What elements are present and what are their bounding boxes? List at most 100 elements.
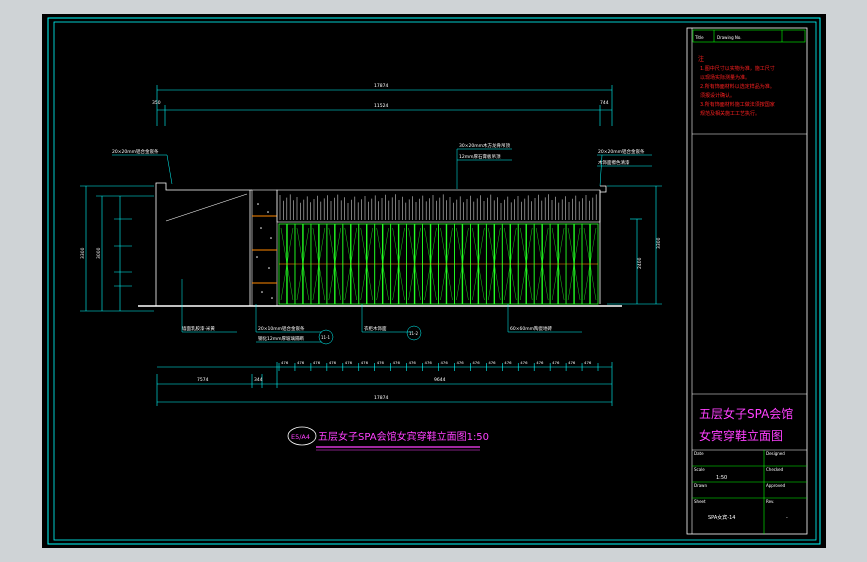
title-block-rows <box>692 450 807 534</box>
module-dim-label: 476 <box>297 360 305 365</box>
row-label-sheet: Sheet <box>694 499 706 504</box>
module-dim-label: 476 <box>425 360 433 365</box>
note-line-1: 1.图中尺寸以实物为准，施工尺寸 <box>700 65 775 72</box>
drawing-title: E5/A4 五层女子SPA会馆女宾穿鞋立面图1:50 <box>287 426 489 451</box>
dim-mid-bottom: 344 <box>254 377 263 383</box>
revision-value: - <box>786 515 788 521</box>
row-label-rev: Rev. <box>766 499 774 504</box>
module-dim-label: 476 <box>584 360 592 365</box>
ref-bubble-2 <box>406 325 422 341</box>
module-dim-label: 476 <box>409 360 417 365</box>
annot-bottom-3: 衣柜木饰面 <box>364 325 387 332</box>
ref-label-2: 11-2 <box>409 331 419 336</box>
outer-frame <box>47 17 821 545</box>
module-dim-label: 476 <box>281 360 289 365</box>
glass-dot <box>257 203 259 205</box>
drawing-sheet: Title Drawing No. 注 1.图中尺寸以实物为准，施工尺寸 以现场… <box>42 14 826 548</box>
dim-overall-bottom: 17874 <box>374 395 388 401</box>
row-label-approved: Approved <box>766 483 786 488</box>
notes-header: 注 <box>698 55 704 63</box>
inner-frame <box>53 21 817 541</box>
drawing-title-text: 五层女子SPA会馆女宾穿鞋立面图1:50 <box>318 430 489 443</box>
project-title-line-1: 五层女子SPA会馆 <box>699 406 793 421</box>
dim-right-bottom: 9644 <box>434 377 446 383</box>
module-dim-label: 476 <box>329 360 337 365</box>
dim-right-height-inner: 2400 <box>637 257 643 269</box>
module-dim-label: 476 <box>377 360 385 365</box>
wood-slats <box>279 194 597 220</box>
module-dim-label: 476 <box>504 360 512 365</box>
module-dim-label: 476 <box>441 360 449 365</box>
title-block-top-cell-2: Drawing No. <box>717 35 742 40</box>
module-dim-label: 476 <box>552 360 560 365</box>
module-dim-label: 476 <box>568 360 576 365</box>
dim-left-bottom: 7574 <box>197 377 209 383</box>
glass-dot <box>271 297 273 299</box>
note-line-3: 2.所有饰面材料以选定样品为准。 <box>700 83 775 90</box>
glass-partition <box>251 189 278 307</box>
row-label-drawn: Drawn <box>694 483 707 488</box>
dim-left-height: 3300 <box>80 247 86 259</box>
module-dim-label: 476 <box>345 360 353 365</box>
annot-bottom-2b: 钢化12mm厚玻璃隔断 <box>258 335 304 342</box>
note-line-4: 须报设计确认。 <box>700 92 735 99</box>
module-dim-label: 476 <box>456 360 464 365</box>
note-line-5: 3.所有饰面材料施工做法须按国家 <box>700 101 775 108</box>
module-dim-label: 476 <box>488 360 496 365</box>
top-dimensions <box>156 85 613 126</box>
annot-top-left: 20×20mm铝合金嵌条 <box>112 148 159 155</box>
left-height-dimensions <box>80 185 154 312</box>
annot-top-right-1: 20×20mm铝合金嵌条 <box>598 148 645 155</box>
annot-bottom-4: 60×60mm陶瓷地砖 <box>510 325 552 332</box>
module-dim-label: 476 <box>520 360 528 365</box>
right-height-dimensions <box>607 185 662 305</box>
drawing-title-badge: E5/A4 <box>291 433 310 441</box>
ref-bubble-1 <box>318 329 334 345</box>
right-wall <box>600 185 607 193</box>
wardrobe-cabinets <box>278 223 599 305</box>
title-block-top-cell-1: Title <box>694 35 704 40</box>
glass-dot <box>268 267 270 269</box>
row-label-scale: Scale <box>694 467 705 472</box>
annot-top-right-2: 木饰面擦色清漆 <box>598 159 630 166</box>
module-dim-label: 476 <box>536 360 544 365</box>
annot-bottom-2a: 20×10mm铝合金嵌条 <box>258 325 305 332</box>
glass-dot <box>256 256 258 258</box>
left-wall <box>155 182 252 306</box>
module-dim-label: 476 <box>361 360 369 365</box>
ref-label-1: 11-1 <box>321 335 331 340</box>
module-dimension-ticks: 476 476 476 476 476 476 476 476 476 476 476 476 476 4… <box>278 360 599 371</box>
note-line-2: 以现场实际测量为准。 <box>700 74 750 81</box>
glass-dot <box>260 227 262 229</box>
cad-drawing: Title Drawing No. 注 1.图中尺寸以实物为准，施工尺寸 以现场… <box>47 17 821 545</box>
project-title-line-2: 女宾穿鞋立面图 <box>699 428 783 443</box>
dim-left-height-inner: 3000 <box>96 247 102 259</box>
dim-right-small: 744 <box>600 100 609 106</box>
notes-lines: 1.图中尺寸以实物为准，施工尺寸 以现场实际测量为准。 2.所有饰面材料以选定样… <box>700 65 775 117</box>
glass-dot <box>267 211 269 213</box>
annot-bottom-1: 墙面乳胶漆·米黄 <box>182 325 215 332</box>
row-label-designed: Designed <box>766 451 785 456</box>
module-dim-label: 476 <box>472 360 480 365</box>
annot-top-mid-2: 12mm厚石膏板吊顶 <box>459 153 501 160</box>
module-dim-label: 476 <box>313 360 321 365</box>
sheet-number: SPA女宾-14 <box>708 514 735 521</box>
note-line-6: 规范及相关施工工艺执行。 <box>700 110 760 117</box>
glass-dot <box>261 291 263 293</box>
title-block: Title Drawing No. 注 1.图中尺寸以实物为准，施工尺寸 以现场… <box>686 27 808 535</box>
glass-dot <box>270 237 272 239</box>
ceiling-panel <box>276 189 601 223</box>
bottom-leaders <box>181 279 582 345</box>
row-label-date: Date <box>694 451 704 456</box>
module-dim-label: 476 <box>393 360 401 365</box>
dim-inner-top: 11524 <box>374 103 388 109</box>
row-label-checked: Checked <box>766 467 784 472</box>
dim-right-height: 3300 <box>656 237 662 249</box>
elevation <box>138 182 622 307</box>
bottom-dimensions <box>156 362 613 406</box>
dim-left-small: 350 <box>152 100 161 106</box>
scale-value: 1:50 <box>716 475 727 481</box>
annot-top-mid-1: 30×20mm木方龙骨吊顶 <box>459 142 510 149</box>
top-leaders <box>112 148 652 189</box>
dim-overall-top: 17874 <box>374 83 388 89</box>
